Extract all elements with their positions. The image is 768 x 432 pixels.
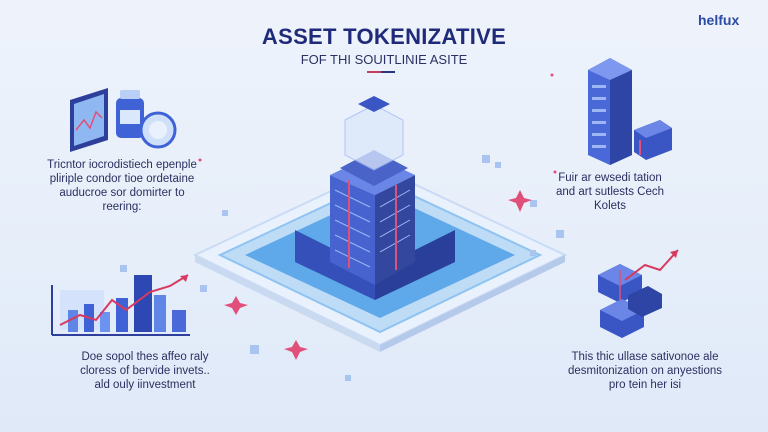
office-building-illustration xyxy=(588,58,672,165)
growth-chart-illustration xyxy=(51,274,190,336)
caption-line: Tricntor iocrodistiech epenple xyxy=(47,159,197,171)
caption-top-left: Tricntor iocrodistiech epenple pliriple … xyxy=(22,158,222,214)
caption-bottom-right: This thic ullase sativonoe ale desmitoni… xyxy=(545,350,745,392)
caption-line: Fuir ar ewsedi tation xyxy=(558,172,662,184)
caption-line: and art sutlests Cech xyxy=(555,186,665,198)
sparkle-icons xyxy=(198,73,557,360)
brand-logo: helfux xyxy=(698,12,740,28)
caption-line: pro tein her isi xyxy=(608,379,682,391)
page-subtitle: FOF THI SOUITLINIE ASITE xyxy=(300,52,468,67)
finance-monitor-illustration xyxy=(70,88,177,152)
caption-line: This thic ullase sativonoe ale xyxy=(571,351,719,363)
tokenized-building xyxy=(295,96,455,300)
caption-line: reering: xyxy=(102,201,142,213)
decorative-elements xyxy=(120,155,564,381)
caption-top-right: Fuir ar ewsedi tation and art sutlests C… xyxy=(535,171,685,213)
page-title: ASSET TOKENIZATIVE xyxy=(261,24,507,49)
caption-line: auducroe sor domirter to xyxy=(59,187,185,199)
caption-line: Doe sopol thes affeo raly xyxy=(81,351,209,363)
caption-line: Kolets xyxy=(594,200,626,212)
blockchain-cubes-illustration xyxy=(598,249,679,338)
caption-line: cloress of bervide invets.. xyxy=(80,365,210,377)
caption-line: desmitonization on anyestions xyxy=(567,365,723,377)
caption-line: pliriple condor tioe ordetaine xyxy=(49,173,195,185)
title-divider xyxy=(367,71,395,73)
caption-bottom-left: Doe sopol thes affeo raly cloress of ber… xyxy=(50,350,240,392)
caption-line: ald ouly iinvestment xyxy=(94,379,196,391)
